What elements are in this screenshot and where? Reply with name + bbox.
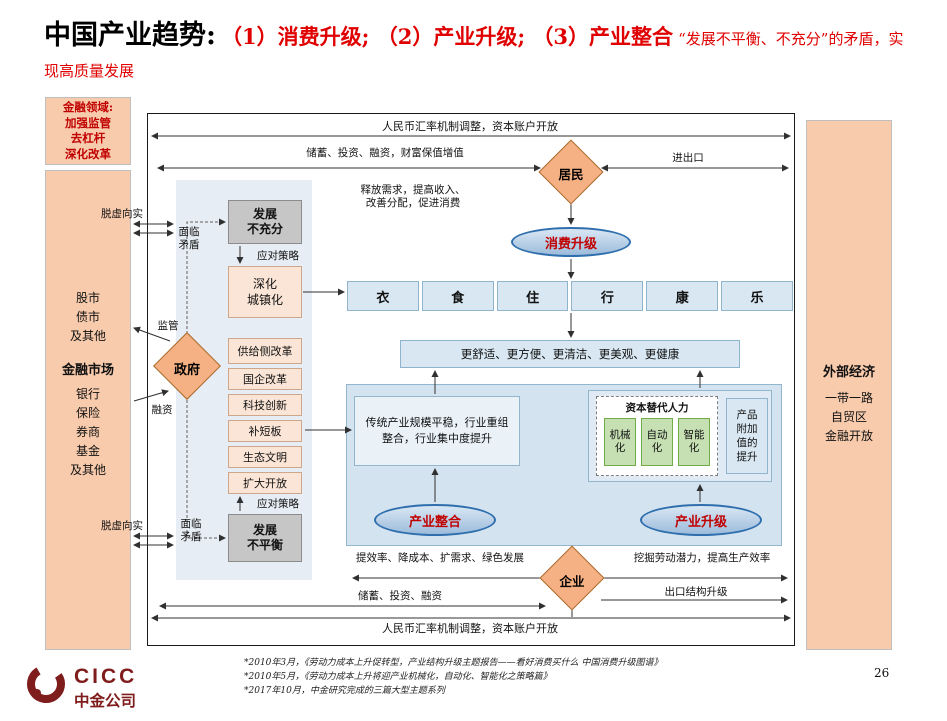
cicc-logo-icon: [27, 665, 65, 703]
financial-market-title: 金融市场: [61, 363, 114, 378]
external-item: 一带一路: [824, 391, 873, 405]
cicc-logo-cn-text: 中金公司: [74, 691, 137, 710]
footnotes: *2010年3月，《劳动力成本上升促转型，产业结构升级主题报告——看好消费买什么…: [244, 656, 724, 698]
efficiency-label: 提效率、降成本、扩需求、绿色发展: [356, 552, 524, 564]
market-item: 股市: [75, 291, 100, 305]
policy-item: 生态文明: [228, 446, 302, 468]
mechanization-row: 机械化 自动化 智能化: [604, 418, 710, 466]
policy-item: 补短板: [228, 420, 302, 442]
footnote: *2010年3月，《劳动力成本上升促转型，产业结构升级主题报告——看好消费买什么…: [244, 658, 663, 668]
urbanization-line: 城镇化: [246, 293, 283, 307]
financing-label: 融资: [151, 404, 173, 416]
product-value-box: 产品附加值的提升: [726, 398, 768, 474]
market-item: 保险: [75, 406, 100, 420]
capital-for-labor-box: 资本替代人力 机械化 自动化 智能化: [596, 396, 718, 476]
category-cell: 乐: [721, 281, 793, 311]
diagram-border: [147, 113, 795, 646]
category-cell: 住: [496, 281, 569, 311]
dev-insufficient-box: 发展 不充分: [228, 200, 302, 244]
external-item: 金融开放: [824, 429, 873, 443]
market-item: 券商: [75, 425, 100, 439]
financial-market-box: 股市 债市 及其他 金融市场 银行 保险 券商 基金 及其他: [45, 170, 131, 650]
tuoxu-top-label: 脱虚向实: [101, 208, 143, 220]
dev-unbalanced-line: 发展: [252, 523, 277, 537]
savings-top-label: 储蓄、投资、融资，财富保值增值: [306, 147, 464, 159]
category-cell: 行: [571, 281, 644, 311]
policy-item: 国企改革: [228, 368, 302, 390]
finance-domain-line: 深化改革: [65, 146, 111, 161]
industry-integration-ellipse: 产业整合: [374, 504, 496, 536]
finance-domain-line: 加强监管: [65, 115, 111, 130]
import-export-label: 进出口: [672, 152, 704, 164]
contradiction-bottom-label: 面临矛盾: [180, 518, 202, 543]
contradiction-top-label: 面临矛盾: [178, 226, 200, 251]
external-economy-title: 外部经济: [822, 365, 875, 380]
tuoxu-bottom-label: 脱虚向实: [101, 520, 143, 532]
category-row: 衣 食 住 行 康 乐: [347, 281, 793, 311]
dev-insufficient-line: 发展: [252, 207, 277, 221]
dev-unbalanced-box: 发展 不平衡: [228, 514, 302, 562]
category-cell: 食: [421, 281, 494, 311]
category-cell: 衣: [347, 281, 419, 311]
resident-label: 居民: [558, 167, 584, 182]
government-label: 政府: [173, 363, 200, 378]
release-demand-label: 释放需求，提高收入、 改善分配，促进消费: [330, 184, 496, 210]
slide-title: 中国产业趋势: （1）消费升级; （2）产业升级; （3）产业整合 “发展不平衡…: [44, 20, 914, 87]
release-demand-line: 释放需求，提高收入、: [360, 184, 466, 196]
comfort-box: 更舒适、更方便、更清洁、更美观、更健康: [400, 340, 740, 368]
regulation-label: 监管: [157, 320, 179, 332]
footnote: *2017年10月，中金研究完成的三篇大型主题系列: [244, 686, 445, 696]
cicc-logo-text: CICC: [74, 665, 138, 688]
dev-insufficient-line: 不充分: [246, 222, 283, 236]
market-item: 银行: [75, 387, 100, 401]
market-item: 基金: [75, 444, 100, 458]
policy-item: 扩大开放: [228, 472, 302, 494]
category-cell: 康: [646, 281, 719, 311]
external-item: 自贸区: [830, 410, 867, 424]
fx-bottom-label: 人民币汇率机制调整，资本账户开放: [382, 622, 558, 635]
strategy-bottom-label: 应对策略: [257, 498, 299, 510]
enterprise-label: 企业: [559, 574, 585, 589]
policy-item: 供给侧改革: [228, 338, 302, 364]
urbanization-line: 深化: [252, 277, 277, 291]
capital-for-labor-label: 资本替代人力: [625, 402, 689, 414]
market-item: 及其他: [69, 329, 106, 343]
strategy-top-label: 应对策略: [257, 250, 299, 262]
product-value-text: 产品附加值的提升: [736, 409, 758, 463]
policy-item: 科技创新: [228, 394, 302, 416]
finance-domain-box: 金融领域: 加强监管 去杠杆 深化改革: [45, 97, 131, 165]
mechanization-item: 智能化: [678, 418, 710, 466]
industry-upgrade-ellipse: 产业升级: [640, 504, 762, 536]
dev-unbalanced-line: 不平衡: [246, 538, 283, 552]
market-item: 及其他: [69, 463, 106, 477]
title-subtitle-text: “发展不平衡、不充分”的矛盾，实现高质量发展: [44, 30, 904, 80]
labor-potential-label: 挖掘劳动潜力，提高生产效率: [633, 552, 771, 564]
savings-bottom-label: 储蓄、投资、融资: [358, 590, 442, 602]
footnote: *2010年5月，《劳动力成本上升将迎产业机械化，自动化、智能化之策略篇》: [244, 672, 552, 682]
consumption-upgrade-ellipse: 消费升级: [511, 227, 631, 257]
export-upgrade-label: 出口结构升级: [664, 586, 728, 598]
finance-domain-line: 去杠杆: [70, 131, 106, 145]
mechanization-item: 自动化: [641, 418, 673, 466]
page-number: 26: [874, 666, 890, 680]
title-highlight-text: （1）消费升级; （2）产业升级; （3）产业整合: [221, 24, 674, 49]
title-main-text: 中国产业趋势:: [44, 20, 216, 51]
mechanization-item: 机械化: [604, 418, 636, 466]
fx-top-label: 人民币汇率机制调整，资本账户开放: [382, 120, 558, 133]
urbanization-box: 深化 城镇化: [228, 266, 302, 318]
traditional-industry-box: 传统产业规模平稳，行业重组整合，行业集中度提升: [354, 396, 520, 466]
market-item: 债市: [75, 310, 100, 324]
release-demand-line: 改善分配，促进消费: [365, 197, 461, 209]
finance-domain-line: 金融领域:: [62, 100, 114, 114]
external-economy-box: 外部经济 一带一路 自贸区 金融开放: [806, 120, 892, 650]
